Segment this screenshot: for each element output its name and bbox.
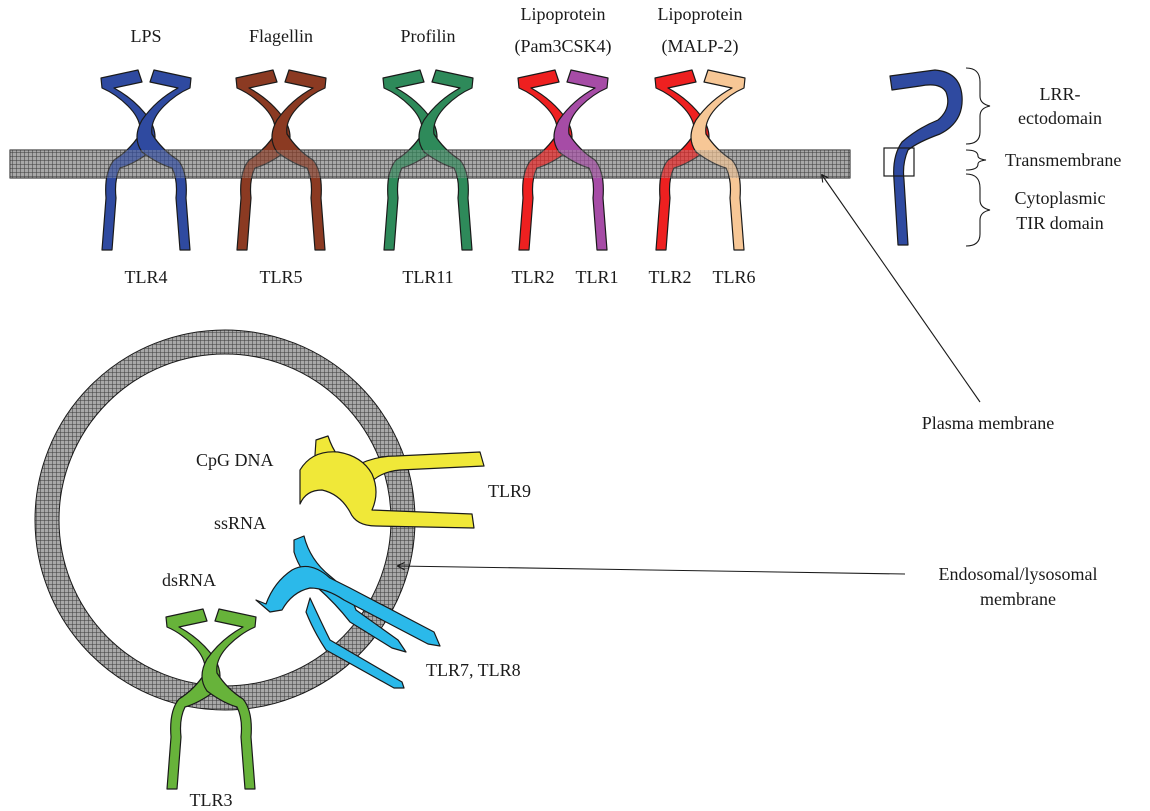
ligand-ssrna: ssRNA — [214, 513, 266, 533]
receptor-tlr4: TLR4 — [125, 267, 168, 287]
label-endosomal-line1: Endosomal/lysosomal — [939, 564, 1098, 584]
ligand-cpg-dna: CpG DNA — [196, 450, 274, 470]
ligand-dsrna: dsRNA — [162, 570, 216, 590]
receptor-tlr2-b: TLR2 — [649, 267, 692, 287]
label-plasma-membrane: Plasma membrane — [922, 413, 1054, 433]
domain-cyto-line1: Cytoplasmic — [1015, 188, 1106, 208]
label-endosomal-line2: membrane — [980, 589, 1056, 609]
ligand-flagellin: Flagellin — [249, 26, 313, 46]
lrr-brace — [966, 68, 990, 144]
receptor-tlr5: TLR5 — [260, 267, 303, 287]
domain-lrr-line2: ectodomain — [1018, 108, 1102, 128]
transmembrane-brace — [966, 150, 986, 170]
domain-transmembrane: Transmembrane — [1005, 150, 1121, 170]
ligand-pam3csk4: (Pam3CSK4) — [514, 36, 611, 57]
ligand-malp2: (MALP-2) — [662, 36, 739, 57]
receptor-tlr1: TLR1 — [576, 267, 619, 287]
domain-cyto-line2: TIR domain — [1016, 213, 1104, 233]
receptor-tlr3: TLR3 — [190, 790, 233, 810]
endosomal-membrane-pointer — [398, 566, 905, 574]
receptor-tlr2-a: TLR2 — [512, 267, 555, 287]
tlr-domain-schematic — [884, 70, 962, 245]
receptor-tlr6: TLR6 — [713, 267, 756, 287]
ligand-lps: LPS — [130, 26, 161, 46]
ligand-lipoprotein-1: Lipoprotein — [521, 4, 606, 24]
domain-lrr-line1: LRR- — [1039, 84, 1080, 104]
receptor-tlr11: TLR11 — [402, 267, 453, 287]
receptor-tlr9: TLR9 — [488, 481, 531, 501]
tir-brace — [966, 174, 990, 246]
ligand-lipoprotein-2: Lipoprotein — [658, 4, 743, 24]
ligand-profilin: Profilin — [400, 26, 455, 46]
receptor-tlr7-tlr8: TLR7, TLR8 — [426, 660, 521, 680]
